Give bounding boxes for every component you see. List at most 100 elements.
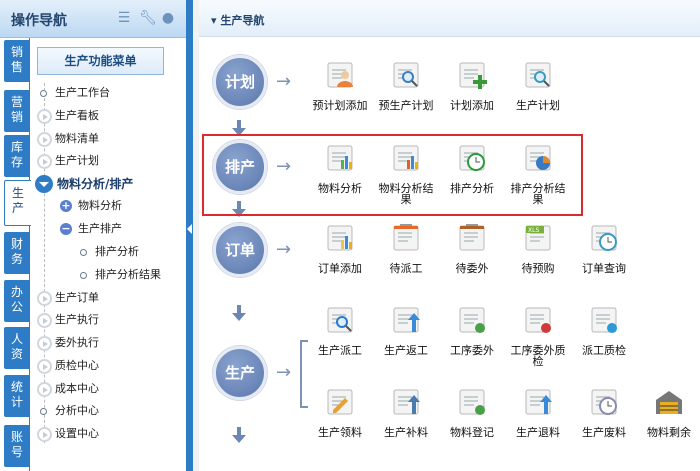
function-document-stamp[interactable]: 工序委外质检 (505, 304, 571, 367)
function-folder-arrow[interactable]: 生产返工 (373, 304, 439, 356)
table-pie-icon (525, 145, 551, 171)
expand-arrow-icon (37, 359, 52, 374)
bar-chart-icon (327, 145, 353, 171)
function-magnifier-window[interactable]: 预生产计划 (373, 59, 439, 111)
panel-splitter[interactable] (186, 0, 193, 471)
stage-0[interactable]: 计划 (213, 55, 267, 109)
tab-2[interactable]: 库存 (4, 135, 30, 177)
function-document-search[interactable]: 生产计划 (505, 59, 571, 111)
clock-calendar-icon (591, 225, 617, 251)
expand-arrow-icon (37, 313, 52, 328)
wrench-icon[interactable]: 🔧︎ (139, 10, 157, 26)
tab-3[interactable]: 生产 (4, 180, 31, 226)
tree-item-label: 生产订单 (55, 291, 99, 304)
function-clock-calendar[interactable]: 订单查询 (571, 222, 637, 274)
function-calendar-clock[interactable]: 排产分析 (439, 142, 505, 194)
function-clock-dial[interactable]: 生产废料 (571, 386, 637, 438)
function-window-add[interactable]: 计划添加 (439, 59, 505, 111)
content-title-text: 生产导航 (220, 14, 265, 27)
function-table-chart[interactable]: 物料分析结果 (373, 142, 439, 205)
function-label: 物料分析结果 (378, 182, 434, 206)
expand-arrow-icon (37, 336, 52, 351)
function-label: 订单查询 (582, 262, 626, 275)
leaf-node-icon (40, 408, 47, 415)
function-clipboard-check[interactable]: 物料登记 (439, 386, 505, 438)
expand-arrow-icon (37, 382, 52, 397)
function-label: 生产派工 (318, 344, 362, 357)
clock-dial-icon (591, 389, 617, 415)
tree-item-label: 质检中心 (55, 359, 99, 372)
tree-item-label: 生产排产 (78, 222, 122, 235)
function-label: 生产废料 (582, 426, 626, 439)
xls-file-icon: XLS (525, 225, 551, 251)
tab-5[interactable]: 办公 (4, 280, 30, 322)
calendar-list-icon (393, 224, 419, 251)
function-label: 计划添加 (450, 99, 494, 112)
collapse-arrow-icon (35, 175, 53, 193)
plus-icon: + (60, 199, 72, 212)
function-label: 待派工 (389, 262, 423, 275)
function-label: 生产补料 (384, 426, 428, 439)
clipboard-check-icon (459, 389, 485, 415)
stage-3[interactable]: 生产 (213, 346, 267, 400)
function-supplement[interactable]: 生产补料 (373, 386, 439, 438)
flow-arrow-right-icon: → (276, 156, 292, 177)
tree-item-label: 物料分析/排产 (57, 177, 134, 191)
tab-6[interactable]: 人资 (4, 327, 30, 369)
function-table-pie[interactable]: 排产分析结果 (505, 142, 571, 205)
flow-arrow-down-icon (232, 305, 246, 321)
clipboard-shield-icon (591, 307, 617, 333)
tab-0[interactable]: 销售 (4, 40, 30, 82)
tab-7[interactable]: 统计 (4, 375, 30, 417)
function-label: 生产返工 (384, 344, 428, 357)
tab-8[interactable]: 账号 (4, 425, 30, 467)
function-calendar-list[interactable]: 待派工 (373, 222, 439, 274)
collapse-arrow-icon[interactable] (187, 224, 192, 234)
nav-title: 操作导航 (11, 13, 67, 29)
function-clipboard[interactable]: 待委外 (439, 222, 505, 274)
supplement-icon (393, 389, 420, 415)
function-label: 生产领料 (318, 426, 362, 439)
function-clipboard-shield[interactable]: 派工质检 (571, 304, 637, 356)
pencil-icon (327, 389, 353, 415)
tree-item-label: 物料清单 (55, 132, 99, 145)
stage-1[interactable]: 排产 (213, 140, 267, 194)
function-clipboard-chart[interactable]: 订单添加 (307, 222, 373, 274)
function-user-form[interactable]: 预计划添加 (307, 59, 373, 111)
flow-arrow-down-icon (232, 201, 246, 217)
window-add-icon (459, 62, 487, 89)
function-document-up-arrow[interactable]: 生产退料 (505, 386, 571, 438)
user-icon[interactable]: ● (161, 10, 175, 26)
highlight-box (202, 134, 583, 216)
function-document-search[interactable]: 生产派工 (307, 304, 373, 356)
tree-item-label: 排产分析结果 (95, 268, 161, 281)
content-title: ▾ 生产导航 (211, 14, 265, 27)
function-label: 预生产计划 (378, 99, 434, 112)
tree-item-label: 生产执行 (55, 313, 99, 326)
expand-arrow-icon (37, 109, 52, 124)
function-label: 待委外 (455, 262, 489, 275)
function-label: 排产分析 (450, 182, 494, 195)
stage-2[interactable]: 订单 (213, 223, 267, 277)
function-warehouse[interactable]: 物料剩余 (636, 386, 700, 438)
tab-4[interactable]: 财务 (4, 232, 30, 274)
function-bar-chart[interactable]: 物料分析 (307, 142, 373, 194)
folder-arrow-icon (393, 307, 420, 333)
leaf-node-icon (40, 90, 47, 97)
leaf-node-icon (80, 272, 87, 279)
leaf-node-icon (80, 249, 87, 256)
document-up-arrow-icon (525, 389, 552, 415)
flow-arrow-right-icon: → (276, 362, 292, 383)
module-tabs: 销售营销库存生产财务办公人资统计账号 (4, 38, 31, 471)
function-label: 物料剩余 (647, 426, 691, 439)
tab-1[interactable]: 营销 (4, 90, 30, 132)
main-content: ▾ 生产导航 (193, 0, 700, 471)
function-checklist[interactable]: 工序委外 (439, 304, 505, 356)
function-pencil[interactable]: 生产领料 (307, 386, 373, 438)
function-label: 生产计划 (516, 99, 560, 112)
tree-connector (44, 83, 45, 443)
list-icon[interactable]: ☰ (117, 10, 131, 26)
magnifier-window-icon (393, 62, 419, 88)
tree-item-label: 排产分析 (95, 245, 139, 258)
